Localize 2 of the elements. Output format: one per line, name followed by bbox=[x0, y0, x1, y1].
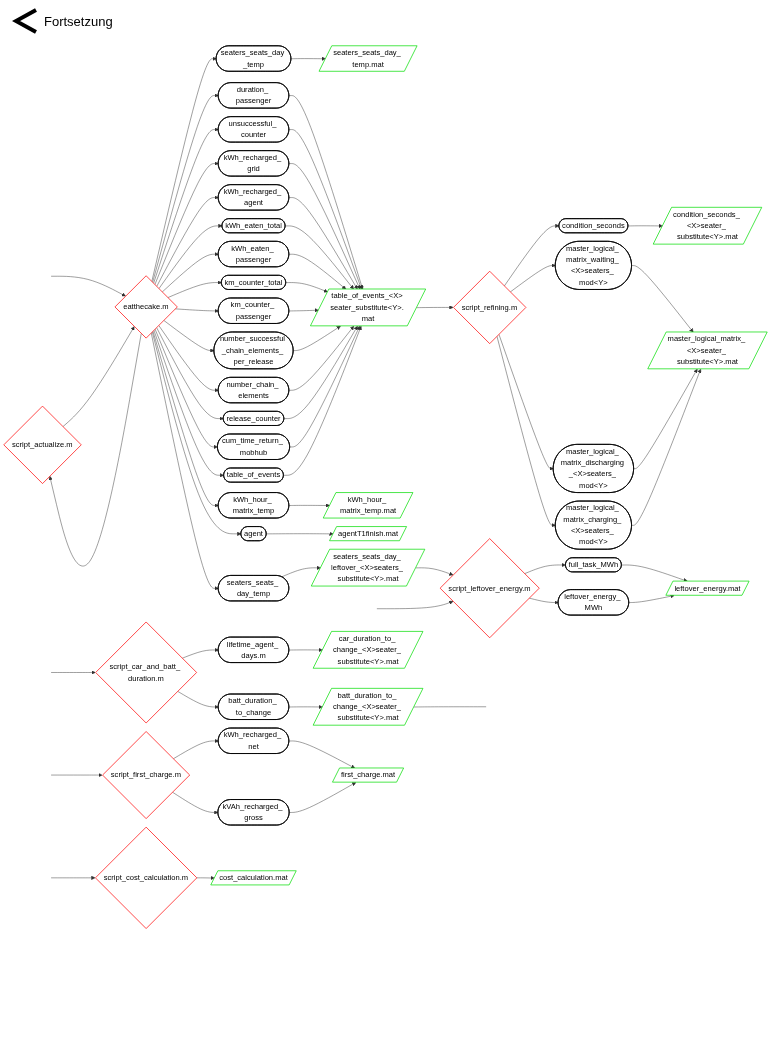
continuation-label: Fortsetzung bbox=[44, 14, 113, 29]
connector-line bbox=[413, 706, 487, 708]
